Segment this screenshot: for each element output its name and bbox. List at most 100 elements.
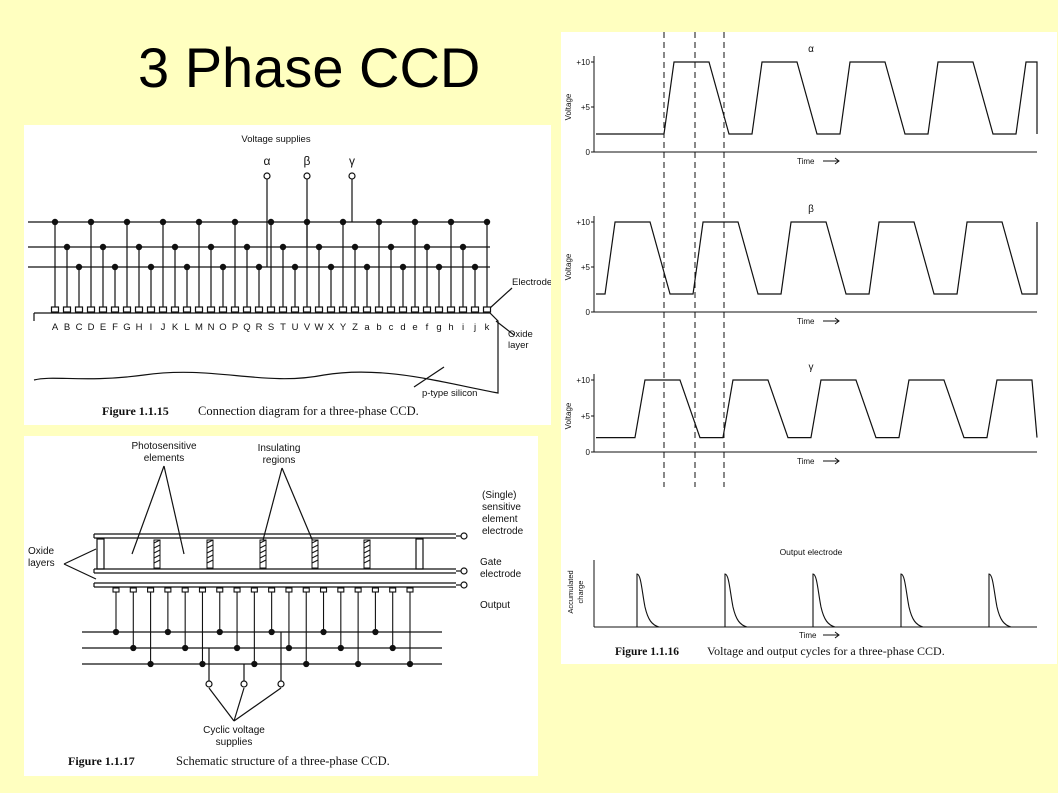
electrode-letter: Q [243,322,250,333]
junction-dot [112,628,120,636]
insulating-label-line2: regions [263,455,296,466]
y-tick-label: 0 [586,148,591,157]
junction-dot [411,218,419,226]
junction-dot [291,263,299,271]
y-tick-label: +5 [581,263,591,272]
electrode-letter: G [123,322,130,333]
electrode-pad [302,306,312,313]
chart-title: β [808,204,814,215]
phase-label-alpha: α [264,154,271,168]
junction-dot [216,628,223,636]
insulating-hatch [311,554,319,559]
junction-dot [279,243,287,251]
y-tick-label: +10 [576,58,590,67]
electrode-pad [434,306,444,313]
y-axis-label-line2: charge [576,581,585,604]
junction-dot [159,218,167,226]
gate-pad [147,587,155,593]
electrode-letter: i [462,322,464,333]
electrode-pad [110,306,120,313]
insulating-hatch [311,559,319,564]
junction-dot [483,218,491,226]
y-tick-label: 0 [586,308,591,317]
junction-dot [243,243,251,251]
waveform-line [596,379,1038,439]
oxide-label-line2: layer [508,340,529,351]
gate-pad [233,587,241,593]
oxide-label-line1: Oxide [508,329,533,340]
electrode-letter: k [485,322,490,333]
insulating-hatch [206,559,214,564]
gate-pad [164,587,172,593]
charge-spike [636,573,660,628]
junction-dot [327,263,335,271]
electrode-letter: J [161,322,166,333]
insulating-hatch [153,554,161,559]
junction-dot [63,243,71,251]
gate-pad [406,587,414,593]
electrode-letter: O [219,322,226,333]
junction-dot [111,263,119,271]
y-tick-label: +10 [576,376,590,385]
electrode-pad [458,306,468,313]
phase-label-gamma: γ [349,154,355,168]
gate-pad [389,587,397,593]
y-tick-label: +10 [576,218,590,227]
gate-pad [354,587,362,593]
gate-label-line2: electrode [480,569,522,580]
junction-dot [195,218,203,226]
electrode-letter: b [376,322,381,333]
junction-dot [87,218,95,226]
electrode-letter: g [436,322,441,333]
electrode-pad [266,306,276,313]
insulating-hatch [206,544,214,549]
electrode-pad [230,306,240,313]
insulating-hatch [259,554,267,559]
junction-dot [315,243,323,251]
junction-dot [320,628,327,636]
electrode-pad [218,306,228,313]
y-tick-label: +5 [581,412,591,421]
junction-dot [268,628,275,636]
electrode-pad [74,306,84,313]
gate-pad [268,587,276,593]
electrode-letter: L [184,322,189,333]
electrode-letter: P [232,322,238,333]
single-label-line2: sensitive [482,502,521,513]
caption-text: Voltage and output cycles for a three-ph… [707,644,945,658]
junction-dot [171,243,179,251]
gate-pad [129,587,137,593]
single-label-line1: (Single) [482,490,516,501]
time-arrow [823,317,840,325]
time-arrow [823,631,840,639]
electrode-letter: a [364,322,370,333]
electrode-pad [122,306,132,313]
junction-dot [130,644,137,652]
electrode-letter: j [473,322,476,333]
time-arrow [823,157,840,165]
electrode-pad [362,306,372,313]
electrode-pad [482,306,492,313]
insulating-label-line1: Insulating [258,443,301,454]
electrode-letter: f [426,322,429,333]
insulating-region [363,539,371,569]
oxide-layers-label-line2: layers [28,558,55,569]
time-arrow [823,457,840,465]
electrode-pad [386,306,396,313]
y-tick-label: +5 [581,103,591,112]
electrode-pad [206,306,216,313]
electrode-pad [134,306,144,313]
electrode-pad [314,306,324,313]
insulating-hatch [311,539,319,544]
electrode-pad [446,306,456,313]
electrode-letter: N [208,322,215,333]
insulating-hatch [363,554,371,559]
chart-title: α [808,44,814,55]
electrodes-label: Electrodes [512,277,551,288]
gate-pad [319,587,328,593]
gate-pad [285,587,293,593]
gate-pad [337,587,345,593]
single-label-line3: element [482,514,518,525]
